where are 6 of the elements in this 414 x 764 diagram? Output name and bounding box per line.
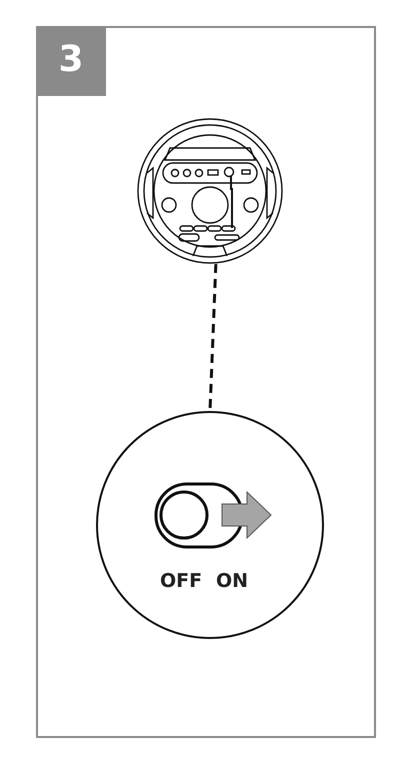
off-label: OFF: [160, 570, 202, 592]
speaker-drawing: [137, 118, 283, 264]
step-number: 3: [57, 38, 85, 82]
magnified-view-circle: [96, 411, 324, 639]
on-label: ON: [216, 570, 248, 592]
step-badge: [36, 26, 106, 96]
